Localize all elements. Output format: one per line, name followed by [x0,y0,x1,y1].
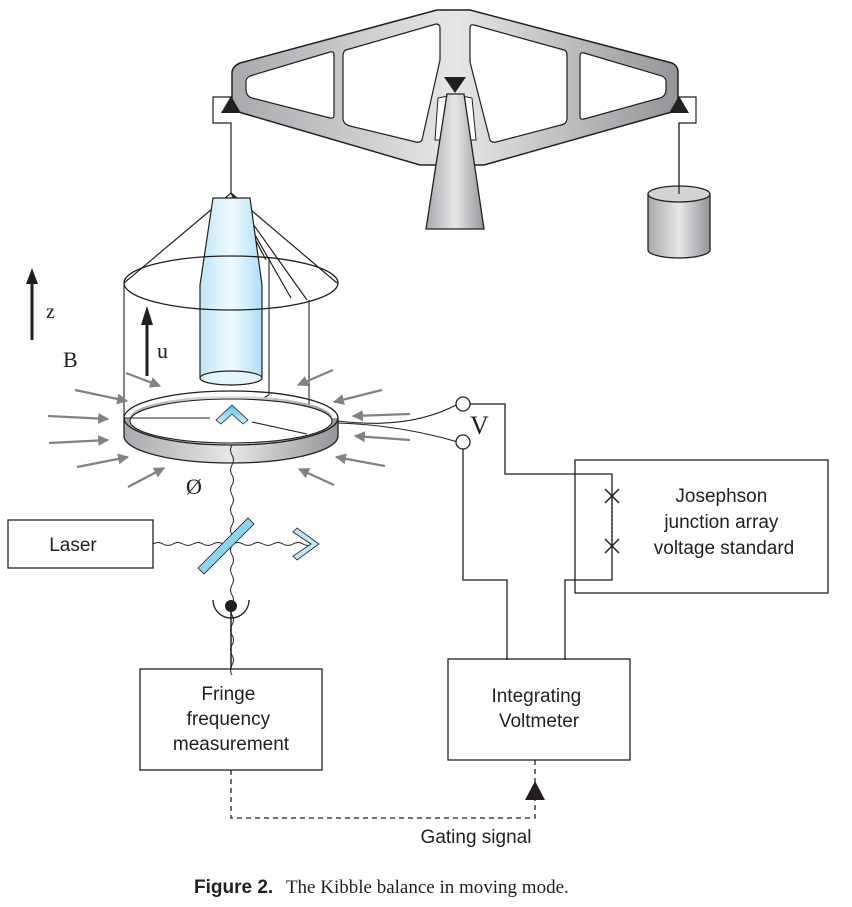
right-knife-edge-icon [669,96,689,113]
pivot-stand [425,77,485,230]
gating-signal-label: Gating signal [421,827,532,848]
left-hanger [212,96,241,193]
right-hanger [669,96,697,193]
fringe-label: Fringe frequency measurement [173,684,290,755]
photodetector-icon [212,599,250,669]
knife-edge-icon [444,77,466,93]
z-axis-label: z [46,301,55,323]
z-axis-arrow [26,268,38,340]
left-knife-edge-icon [221,96,241,113]
voltage-label: V [470,411,489,440]
josephson-junction-icon [604,488,620,554]
caption-text: The Kibble balance in moving mode. [286,877,569,898]
circuit-wires [462,403,613,660]
beam-splitter-icon [197,517,255,575]
magnetic-field-label: B [63,347,78,372]
caption-label: Figure 2. [194,877,273,898]
josephson-standard-box [574,459,829,594]
coil-leads [337,403,459,443]
velocity-label: u [157,338,168,363]
magnetic-field-arrows [47,368,411,488]
voltmeter-label: Integrating Voltmeter [491,686,586,732]
velocity-arrow [141,306,153,376]
gating-signal-line [230,760,536,819]
reference-reflector-icon [292,527,320,561]
voltmeter-box [447,658,631,761]
figure-caption: Figure 2. The Kibble balance in moving m… [194,877,569,898]
gating-arrow-icon [525,781,545,800]
terminal-negative [455,434,471,450]
laser-label: Laser [49,535,97,556]
optical-column [199,197,263,386]
flux-gradient-label: Ø [186,474,202,499]
terminal-positive [455,396,471,412]
laser-beams [152,444,314,676]
josephson-label: Josephson junction array voltage standar… [654,486,795,559]
corner-cube-reflector-icon [215,404,249,425]
mass-weight [647,123,711,259]
coil [123,390,339,464]
